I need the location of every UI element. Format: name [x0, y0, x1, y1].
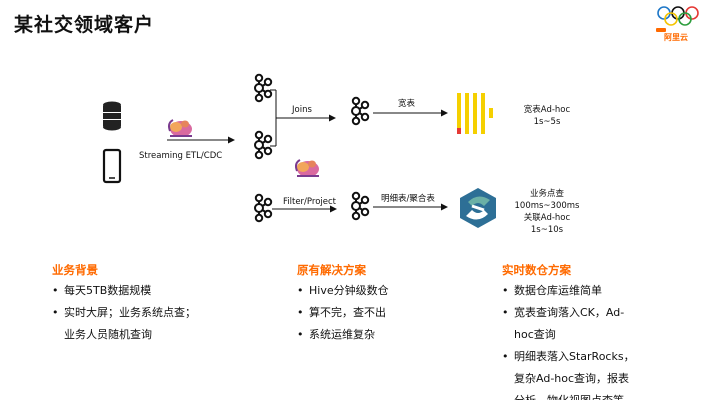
starrocks-icon	[460, 188, 496, 228]
list-item: 实时大屏；业务系统点查；	[52, 302, 196, 324]
olympic-rings-icon	[656, 6, 699, 32]
column-realtime: 实时数仓方案 数据仓库运维简单 宽表查询落入CK，Ad- hoc查询 明细表落入…	[502, 262, 635, 400]
column-heading: 实时数仓方案	[502, 263, 571, 277]
list-item: 业务人员随机查询	[64, 328, 152, 341]
column-original: 原有解决方案 Hive分钟级数仓 算不完，查不出 系统运维复杂	[297, 262, 389, 346]
adhoc-latency: 1s~5s	[534, 117, 561, 127]
filter-label: Filter/Project	[283, 197, 337, 207]
list-item: 数据仓库运维简单	[502, 280, 635, 302]
flink-squirrel-icon-2	[295, 159, 320, 178]
sr-line2: 100ms~300ms	[515, 201, 581, 211]
list-item: 系统运维复杂	[297, 324, 389, 346]
logo: 阿里云	[654, 4, 716, 48]
logo-name: 阿里云	[664, 33, 688, 42]
flink-squirrel-icon	[168, 119, 193, 138]
column-heading: 业务背景	[52, 263, 98, 277]
kafka-icon-bottom	[254, 193, 273, 223]
sr-line1: 业务点查	[530, 188, 565, 199]
column-background: 业务背景 每天5TB数据规模 实时大屏；业务系统点查； 业务人员随机查询	[52, 262, 196, 346]
kafka-icon-top	[254, 73, 273, 103]
detail-table-label: 明细表/聚合表	[381, 193, 435, 204]
streaming-label: Streaming ETL/CDC	[139, 151, 222, 161]
kafka-icon-joined	[351, 96, 370, 126]
sr-line4: 1s~10s	[531, 225, 564, 235]
database-icon	[103, 101, 121, 131]
sr-line3: 关联Ad-hoc	[524, 212, 571, 223]
kafka-icon-middle	[254, 130, 273, 160]
list-item: 分析，物化视图点查等	[502, 390, 635, 400]
list-item: 复杂Ad-hoc查询，报表	[514, 372, 630, 385]
clickhouse-icon	[457, 93, 493, 134]
list-item: 明细表落入StarRocks，	[502, 346, 635, 368]
wide-table-label: 宽表	[398, 98, 416, 109]
page-title: 某社交领域客户	[14, 14, 155, 36]
list-item: Hive分钟级数仓	[297, 280, 389, 302]
joins-connector	[275, 90, 335, 146]
kafka-icon-filtered	[351, 191, 370, 221]
list-item: 每天5TB数据规模	[52, 280, 196, 302]
column-heading: 原有解决方案	[297, 263, 366, 277]
list-item: 宽表查询落入CK，Ad-	[502, 302, 635, 324]
adhoc-title: 宽表Ad-hoc	[524, 104, 571, 115]
mobile-phone-icon	[102, 148, 122, 184]
list-item: 算不完，查不出	[297, 302, 389, 324]
joins-label: Joins	[291, 105, 312, 115]
list-item: hoc查询	[514, 328, 556, 341]
